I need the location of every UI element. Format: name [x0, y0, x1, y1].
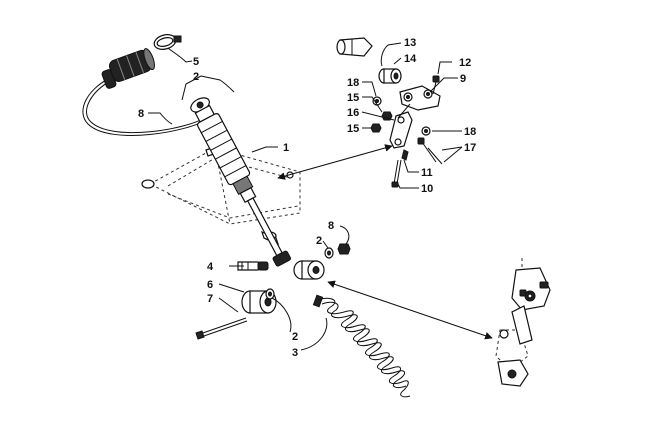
callout-2-low: 2 — [292, 331, 298, 343]
callout-15-lower: 15 — [347, 123, 359, 135]
callout-7: 7 — [207, 293, 213, 305]
shock-absorber — [190, 97, 291, 267]
shock-reservoir — [82, 48, 211, 136]
linkage-rod — [397, 103, 411, 119]
callout-6: 6 — [207, 279, 213, 291]
small-bolt — [312, 294, 324, 308]
pin-11 — [401, 149, 409, 161]
callout-18-right: 18 — [464, 126, 476, 138]
callout-16: 16 — [347, 107, 359, 119]
callout-8-left: 8 — [138, 108, 144, 120]
nut-8-mid — [337, 243, 351, 255]
bolt-10 — [391, 159, 402, 188]
rod-end-13 — [336, 37, 373, 57]
washer-18-upper — [372, 96, 382, 106]
bolts-17 — [417, 137, 443, 165]
arrow-shock-to-linkage — [277, 144, 393, 180]
leader-lines — [148, 42, 463, 351]
callout-11: 11 — [421, 167, 433, 179]
bolt-4 — [237, 261, 269, 271]
callout-labels: 1 2 2 2 3 4 5 6 7 8 8 9 10 11 12 13 14 1… — [138, 37, 476, 359]
callout-2-mid: 2 — [316, 235, 322, 247]
coil-spring — [317, 297, 411, 398]
callout-12: 12 — [459, 57, 471, 69]
washer-2-mid — [324, 247, 334, 259]
callout-4: 4 — [207, 261, 214, 273]
spindle-bracket — [495, 258, 551, 387]
callout-2-top: 2 — [193, 71, 199, 83]
callout-14: 14 — [404, 53, 417, 65]
callout-5: 5 — [193, 56, 199, 68]
arrow-lower-to-spindle — [327, 280, 493, 340]
bolt-12 — [432, 75, 440, 95]
callout-15-upper: 15 — [347, 92, 359, 104]
callout-8-mid: 8 — [328, 220, 334, 232]
hose-clamp — [153, 34, 182, 50]
link-16 — [389, 111, 413, 149]
callout-1: 1 — [283, 142, 289, 154]
nut-15-lower — [370, 123, 382, 133]
callout-10: 10 — [421, 183, 433, 195]
callout-18-upper: 18 — [347, 77, 359, 89]
callout-13: 13 — [404, 37, 416, 49]
washer-2-lower — [265, 288, 275, 300]
callout-17: 17 — [464, 142, 476, 154]
lower-shock-bushing — [293, 260, 325, 280]
long-bolt-7 — [195, 317, 248, 340]
callout-9: 9 — [460, 73, 466, 85]
bushing-14 — [378, 68, 402, 84]
callout-3: 3 — [292, 347, 298, 359]
washer-18-right — [421, 126, 431, 136]
